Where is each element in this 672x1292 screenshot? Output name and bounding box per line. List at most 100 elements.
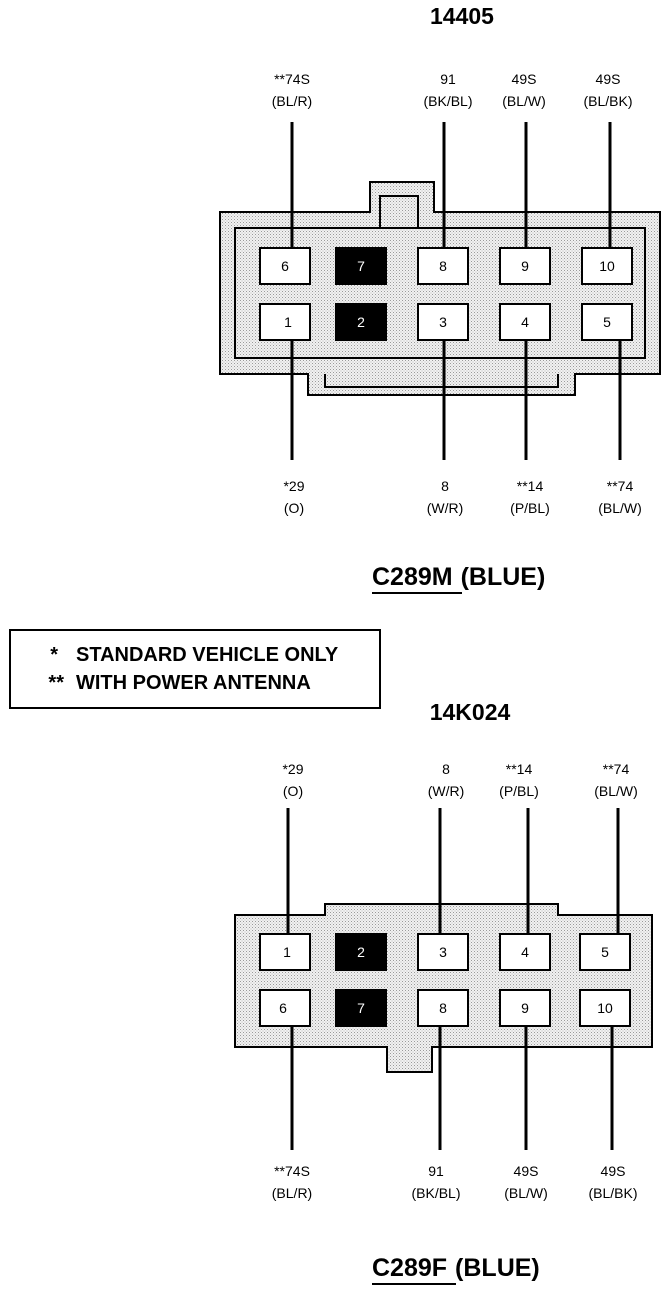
connector-c289m: 14405 **74S (BL/R) 91 (BK/BL) 49S (BL/W)… xyxy=(219,3,661,594)
wire-circuit: 49S xyxy=(596,71,621,87)
bottom-connector-wires xyxy=(286,808,620,1150)
wire-color: (BK/BL) xyxy=(423,93,472,109)
wire-color: (BL/W) xyxy=(594,783,638,799)
connector-code: C289M xyxy=(372,563,453,591)
connector-color: (BLUE) xyxy=(461,563,546,591)
pin-number: 1 xyxy=(284,314,292,330)
wire-color: (BL/W) xyxy=(504,1185,548,1201)
pin-cavity xyxy=(259,933,311,971)
pin-cavity xyxy=(259,303,311,341)
legend-text: WITH POWER ANTENNA xyxy=(76,672,311,694)
connector-housing xyxy=(219,181,661,396)
pin-cavity xyxy=(581,247,633,285)
pin-cavity xyxy=(259,989,311,1027)
wire-circuit: **74 xyxy=(607,478,634,494)
wire-circuit: 8 xyxy=(441,478,449,494)
wire-circuit: **74 xyxy=(603,761,630,777)
pin-cavity xyxy=(499,933,551,971)
pin-number: 8 xyxy=(439,1000,447,1016)
wire-color: (BL/BK) xyxy=(583,93,632,109)
top-connector-wires xyxy=(290,122,622,460)
bottom-connector-pin-row-lower: 6 7 8 9 10 xyxy=(259,989,631,1027)
wire-circuit: **14 xyxy=(517,478,544,494)
pin-number: 9 xyxy=(521,1000,529,1016)
wire-circuit: 49S xyxy=(512,71,537,87)
pin-cavity xyxy=(579,933,631,971)
connector-latch xyxy=(379,195,419,228)
pin-cavity xyxy=(417,933,469,971)
pin-number: 9 xyxy=(521,258,529,274)
wire-circuit: **14 xyxy=(506,761,533,777)
pin-cavity xyxy=(259,247,311,285)
pin-cavity xyxy=(417,989,469,1027)
connector-key-rail xyxy=(324,374,559,388)
pin-number: 7 xyxy=(357,1000,365,1016)
top-connector-pin-row-lower: 1 2 3 4 5 xyxy=(259,303,633,341)
wire-color: (P/BL) xyxy=(510,500,550,516)
wire-color: (P/BL) xyxy=(499,783,539,799)
connector-c289f: 14K024 *29 (O) 8 (W/R) **14 (P/BL) **74 … xyxy=(234,699,653,1285)
pin-cavity xyxy=(579,989,631,1027)
wire-color: (BK/BL) xyxy=(411,1185,460,1201)
pin-number: 10 xyxy=(597,1000,613,1016)
bottom-connector-pin-row-upper: 1 2 3 4 5 xyxy=(259,933,631,971)
legend-frame xyxy=(9,629,381,709)
wire-circuit: *29 xyxy=(283,478,304,494)
pin-number: 2 xyxy=(357,944,365,960)
wire-circuit: 8 xyxy=(442,761,450,777)
pin-number: 2 xyxy=(357,314,365,330)
connector-inner-frame xyxy=(234,227,646,359)
pin-cavity-blocked xyxy=(335,933,387,971)
pin-number: 3 xyxy=(439,944,447,960)
wire-circuit: 91 xyxy=(428,1163,444,1179)
part-number-top: 14405 xyxy=(430,3,494,29)
bottom-connector-upper-wire-labels: *29 (O) 8 (W/R) **14 (P/BL) **74 (BL/W) xyxy=(282,761,637,799)
pin-cavity-blocked xyxy=(335,247,387,285)
wire-color: (BL/BK) xyxy=(588,1185,637,1201)
wire-color: (W/R) xyxy=(427,500,464,516)
pin-number: 5 xyxy=(601,944,609,960)
connector-code: C289F xyxy=(372,1254,447,1282)
wire-color: (BL/R) xyxy=(272,1185,312,1201)
pin-cavity-blocked xyxy=(335,989,387,1027)
wire-color: (O) xyxy=(283,783,303,799)
top-connector-upper-wire-labels: **74S (BL/R) 91 (BK/BL) 49S (BL/W) 49S (… xyxy=(272,71,633,109)
part-number-bottom: 14K024 xyxy=(430,699,511,725)
legend-text: STANDARD VEHICLE ONLY xyxy=(76,644,339,666)
wire-circuit: *29 xyxy=(282,761,303,777)
wire-color: (W/R) xyxy=(428,783,465,799)
pin-number: 3 xyxy=(439,314,447,330)
wire-circuit: **74S xyxy=(274,1163,310,1179)
wire-circuit: 49S xyxy=(601,1163,626,1179)
legend-mark: * xyxy=(50,644,58,666)
pin-number: 6 xyxy=(279,1000,287,1016)
pin-number: 8 xyxy=(439,258,447,274)
wire-color: (BL/R) xyxy=(272,93,312,109)
pin-number: 10 xyxy=(599,258,615,274)
pin-cavity xyxy=(499,303,551,341)
pin-cavity xyxy=(499,989,551,1027)
connector-color: (BLUE) xyxy=(455,1254,540,1282)
pin-number: 4 xyxy=(521,944,529,960)
pin-cavity xyxy=(417,303,469,341)
wire-color: (O) xyxy=(284,500,304,516)
pin-number: 6 xyxy=(281,258,289,274)
pin-cavity xyxy=(417,247,469,285)
pin-number: 4 xyxy=(521,314,529,330)
pin-number: 1 xyxy=(283,944,291,960)
top-connector-pin-row-upper: 6 7 8 9 10 xyxy=(259,247,633,285)
connector-title-top: C289M (BLUE) xyxy=(372,563,545,591)
legend-box: * STANDARD VEHICLE ONLY ** WITH POWER AN… xyxy=(9,629,381,709)
bottom-connector-lower-wire-labels: **74S (BL/R) 91 (BK/BL) 49S (BL/W) 49S (… xyxy=(272,1163,638,1201)
connector-title-bottom: C289F (BLUE) xyxy=(372,1254,540,1282)
wire-circuit: 49S xyxy=(514,1163,539,1179)
connector-housing xyxy=(234,903,653,1073)
top-connector-lower-wire-labels: *29 (O) 8 (W/R) **14 (P/BL) **74 (BL/W) xyxy=(283,478,641,516)
pin-number: 5 xyxy=(603,314,611,330)
pin-cavity xyxy=(581,303,633,341)
wire-color: (BL/W) xyxy=(598,500,642,516)
pin-cavity xyxy=(499,247,551,285)
wire-color: (BL/W) xyxy=(502,93,546,109)
pin-number: 7 xyxy=(357,258,365,274)
